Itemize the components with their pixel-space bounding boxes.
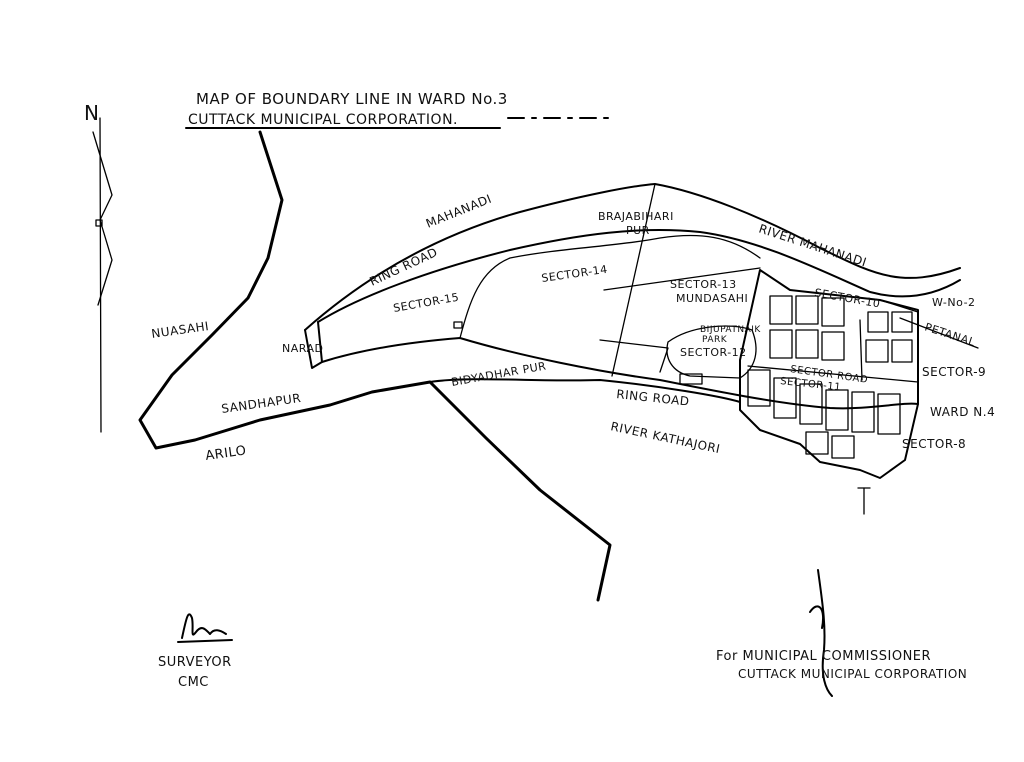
surveyor-signature-block: SURVEYOR CMC: [158, 613, 233, 690]
place-park: PARK: [702, 335, 728, 345]
block: [825, 389, 849, 431]
sector-15-marker: [453, 321, 463, 329]
block: [851, 391, 875, 433]
place-mahanadi: MAHANADI: [424, 192, 494, 231]
north-arrow-shaft: [99, 117, 102, 433]
place-ward-2: W-No-2: [932, 296, 976, 309]
block: [891, 339, 913, 363]
place-sector-14: SECTOR-14: [541, 263, 609, 285]
block: [821, 297, 845, 327]
park-triangle: [599, 339, 669, 373]
sector-12-boundary: [666, 325, 757, 379]
petanal-line: [899, 317, 979, 349]
grid-road: [859, 319, 863, 381]
block: [867, 311, 889, 333]
ward-boundary-west: [138, 130, 612, 602]
north-arrow-marker: [95, 219, 103, 227]
block: [799, 383, 823, 425]
block: [877, 393, 901, 435]
narad-tip: [304, 321, 323, 369]
place-river-kathajori: RIVER KATHAJORI: [609, 419, 721, 456]
place-narad: NARAD: [282, 342, 323, 355]
map-title: MAP OF BOUNDARY LINE IN WARD No.3: [196, 90, 508, 108]
place-sector-9: SECTOR-9: [922, 365, 986, 379]
commissioner-signature: [809, 569, 833, 697]
place-mundasahi: MUNDASAHI: [676, 292, 748, 305]
place-sector-13: SECTOR-13: [670, 278, 737, 291]
block: [805, 431, 829, 455]
place-sector-10: SECTOR-10: [813, 286, 881, 310]
commissioner-title: For MUNICIPAL COMMISSIONER: [716, 649, 931, 664]
sector-13-divider: [603, 267, 761, 291]
surveyor-signature: [177, 613, 233, 643]
place-arilo: ARILO: [204, 443, 247, 464]
place-river-mahanadi: RIVER MAHANADI: [757, 222, 868, 270]
block: [747, 369, 771, 407]
east-sector-grid: [739, 269, 919, 479]
block: [795, 295, 819, 325]
block: [831, 435, 855, 459]
block: [769, 329, 793, 359]
commissioner-org: CUTTACK MUNICIPAL CORPORATION: [738, 667, 967, 681]
block: [865, 339, 889, 363]
brajabihari-road: [611, 183, 656, 377]
surveyor-org: CMC: [178, 675, 209, 690]
place-nuasahi: NUASAHI: [150, 319, 209, 341]
place-bijupatnaik: BIJUPATNAIK: [700, 325, 761, 335]
grid-road: [879, 299, 919, 313]
park-gate: [679, 373, 703, 385]
block: [773, 377, 797, 419]
block: [795, 329, 819, 359]
ring-road-south-inner: [429, 378, 741, 403]
place-sector-15: SECTOR-15: [392, 291, 460, 315]
place-sector-12: SECTOR-12: [680, 346, 747, 359]
river-mahanadi-bank-inner: [317, 229, 961, 323]
surveyor-title: SURVEYOR: [158, 655, 232, 670]
place-bidyadhar-pur: BIDYADHAR PUR: [450, 359, 547, 389]
place-ward-4: WARD N.4: [930, 405, 995, 419]
grid-road: [747, 365, 919, 383]
north-arrow-head: [92, 131, 113, 306]
block: [821, 331, 845, 361]
place-sector-8: SECTOR-8: [902, 437, 966, 451]
place-brajabihari-pur-1: BRAJABIHARI: [598, 210, 674, 223]
block: [769, 295, 793, 325]
ring-road-south: [321, 337, 919, 410]
commissioner-signature-block: For MUNICIPAL COMMISSIONER CUTTACK MUNIC…: [716, 569, 967, 697]
sector-15-boundary: [459, 234, 761, 339]
north-arrow: N: [84, 101, 113, 433]
place-brajabihari-pur-2: PUR: [626, 224, 650, 237]
map-subtitle: CUTTACK MUNICIPAL CORPORATION.: [188, 112, 458, 128]
north-label: N: [84, 101, 99, 125]
